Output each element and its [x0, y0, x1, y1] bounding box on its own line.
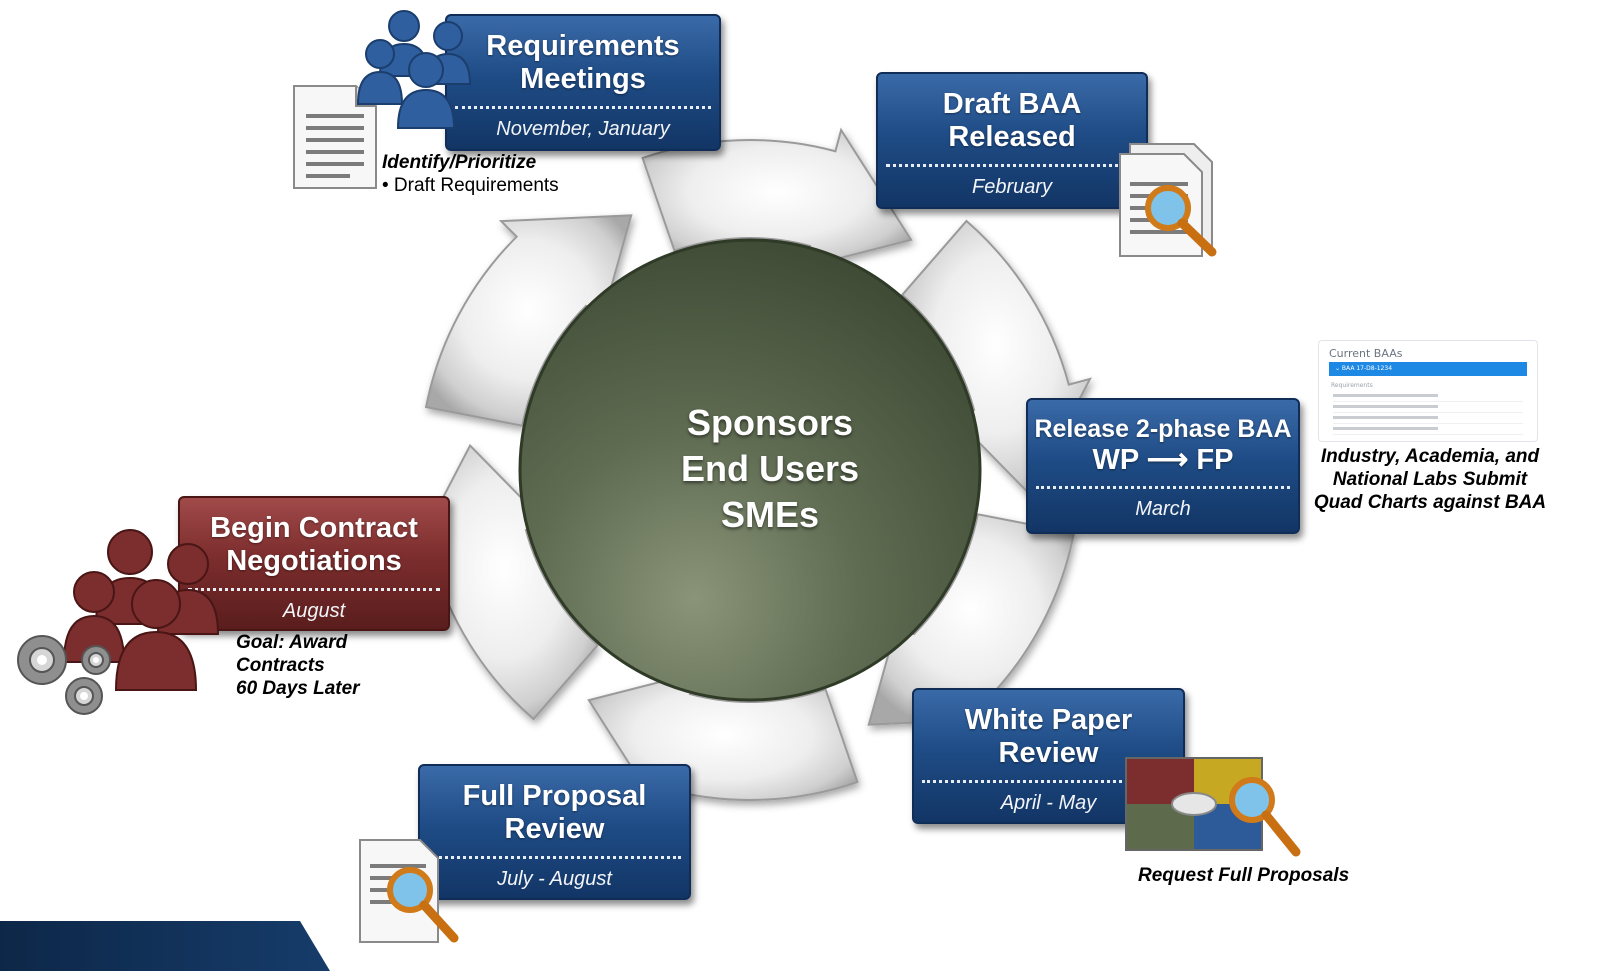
center-line-sponsors: Sponsors: [686, 402, 854, 443]
stage-title: Draft BAA Released: [878, 74, 1146, 154]
portal-section: Requirements: [1331, 382, 1373, 389]
dotted-divider: [1036, 486, 1290, 489]
stage-title-line: White Paper: [964, 704, 1133, 736]
portal-row: [1333, 427, 1523, 435]
stage-full-proposal-review: Full Proposal Review July - August: [418, 764, 691, 900]
stage-white-paper-review: White Paper Review April - May: [912, 688, 1185, 824]
baa-portal-screenshot: Current BAAs ⌄ BAA 17-D8-1234 Requiremen…: [1318, 340, 1538, 442]
stage-release-2-phase-baa: Release 2-phase BAA WP ⟶ FP March: [1026, 398, 1300, 534]
stage-date: August: [282, 600, 346, 622]
dotted-divider: [886, 164, 1138, 167]
stage-title: White Paper Review: [914, 690, 1183, 770]
note-requirements-bullet: • Draft Requirements: [382, 175, 559, 196]
note-line: 60 Days Later: [236, 678, 360, 699]
portal-row: [1333, 394, 1523, 402]
gears-icon: [17, 635, 111, 715]
stage-date: November, January: [496, 118, 670, 140]
stage-requirements-meetings: Requirements Meetings November, January: [445, 14, 721, 151]
stage-title-line: Release 2-phase BAA: [1034, 415, 1292, 443]
stage-title-line: Draft BAA: [942, 88, 1082, 120]
quad-chart-magnifier-icon: [1125, 757, 1301, 857]
center-line-smes: SMEs: [720, 494, 820, 535]
portal-row: [1333, 405, 1523, 413]
stage-title: Full Proposal Review: [420, 766, 689, 846]
note-line: Industry, Academia, and: [1320, 446, 1540, 467]
stage-title: Requirements Meetings: [447, 16, 719, 96]
note-contract: Goal: Award Contracts 60 Days Later: [236, 631, 360, 700]
portal-row: [1333, 416, 1523, 424]
stage-title: Release 2-phase BAA WP ⟶ FP: [1028, 400, 1298, 476]
dotted-divider: [188, 588, 440, 591]
stage-title: Begin Contract Negotiations: [180, 498, 448, 578]
stage-title-line: Meetings: [520, 63, 646, 95]
portal-selected-baa: ⌄ BAA 17-D8-1234: [1329, 362, 1527, 376]
note-requirements-bold: Identify/Prioritize: [382, 152, 537, 173]
portal-header: Current BAAs: [1329, 347, 1403, 360]
stage-date: March: [1135, 498, 1191, 520]
stage-title-line: Released: [948, 121, 1076, 153]
note-requirements: Identify/Prioritize • Draft Requirements: [382, 151, 559, 197]
note-white-paper: Request Full Proposals: [1138, 864, 1349, 887]
stage-title-line: Negotiations: [226, 545, 402, 577]
note-line: Goal: Award: [236, 632, 348, 653]
stage-title-line: Review: [998, 737, 1099, 769]
footer-corner-band: [0, 921, 330, 971]
dotted-divider: [922, 780, 1175, 783]
center-circle: [518, 238, 982, 702]
center-line-end-users: End Users: [680, 448, 860, 489]
stage-title-line: WP ⟶ FP: [1092, 444, 1234, 476]
note-release: Industry, Academia, and National Labs Su…: [1300, 445, 1560, 514]
document-magnifier-icon: [1119, 143, 1217, 257]
stage-title-line: Review: [504, 813, 605, 845]
people-group-icon: [356, 10, 472, 129]
stage-title-line: Begin Contract: [210, 512, 418, 544]
people-group-icon: [62, 529, 220, 691]
note-text: Request Full Proposals: [1138, 865, 1350, 886]
center-label: Sponsors End Users SMEs: [560, 400, 980, 538]
note-line: Quad Charts against BAA: [1313, 492, 1547, 513]
stage-date: April - May: [1000, 792, 1097, 814]
stage-date: July - August: [497, 868, 612, 890]
dotted-divider: [428, 856, 681, 859]
cycle-arrow: [424, 214, 633, 427]
stage-date: February: [971, 176, 1053, 198]
stage-title-line: Requirements: [486, 30, 680, 62]
stage-draft-baa-released: Draft BAA Released February: [876, 72, 1148, 209]
stage-title-line: Full Proposal: [462, 780, 647, 812]
stage-begin-contract-negotiations: Begin Contract Negotiations August: [178, 496, 450, 631]
note-line: Contracts: [236, 655, 325, 676]
note-line: National Labs Submit: [1332, 469, 1528, 490]
document-magnifier-icon: [359, 839, 459, 943]
dotted-divider: [455, 106, 711, 109]
